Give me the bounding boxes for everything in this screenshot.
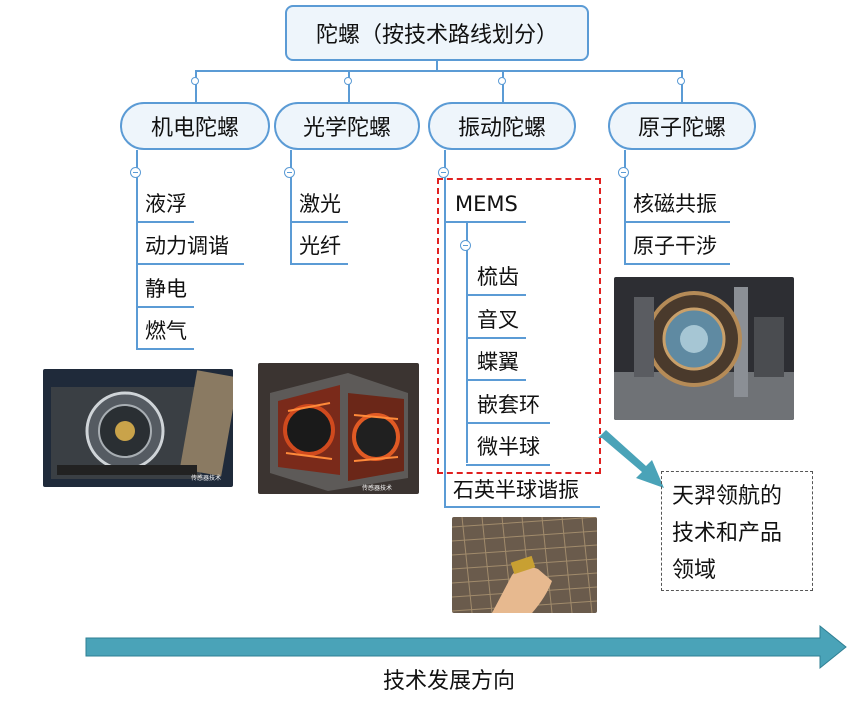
leaf-item: 嵌套环 (477, 393, 540, 417)
callout-arrow (598, 430, 664, 488)
bus-drop-electromech (195, 70, 197, 102)
branch-line-electromech (136, 150, 138, 348)
mems-highlight-box (437, 178, 601, 474)
leaf-item: 音叉 (477, 308, 519, 332)
bus-drop-atomic (681, 70, 683, 102)
bus-dot-electromech (191, 77, 199, 85)
collapse-toggle-optical[interactable] (284, 167, 295, 178)
branch-line-optical (290, 150, 292, 264)
leaf-underline (290, 221, 348, 223)
leaf-item: 蝶翼 (477, 350, 519, 374)
leaf-underline (624, 221, 730, 223)
leaf-item: 原子干涉 (633, 234, 717, 258)
leaf-underline (444, 221, 526, 223)
optical-gyro-photo: 传感器技术 (258, 363, 419, 494)
leaf-underline (136, 221, 194, 223)
category-label: 机电陀螺 (150, 116, 239, 141)
branch-line-mems (466, 223, 468, 463)
collapse-toggle-vibration[interactable] (438, 167, 449, 178)
leaf-underline (290, 263, 348, 265)
bus-dot-atomic (677, 77, 685, 85)
leaf-underline (136, 348, 194, 350)
leaf-item: 梳齿 (477, 265, 519, 289)
axis-label: 技术发展方向 (383, 669, 516, 694)
category-atomic[interactable]: 原子陀螺 (608, 102, 756, 150)
leaf-underline (466, 379, 526, 381)
root-connector (436, 61, 438, 71)
leaf-item: 燃气 (145, 319, 187, 343)
leaf-item: 动力调谐 (145, 234, 229, 258)
category-vibration[interactable]: 振动陀螺 (428, 102, 576, 150)
leaf-item: 核磁共振 (633, 192, 717, 216)
bus-dot-optical (344, 77, 352, 85)
leaf-item: 石英半球谐振 (453, 478, 579, 502)
collapse-toggle-mems[interactable] (460, 240, 471, 251)
branch-line-vibration (444, 150, 446, 506)
category-optical[interactable]: 光学陀螺 (274, 102, 420, 150)
electromech-gyro-photo: 传感器技术 (43, 369, 233, 487)
leaf-underline (444, 506, 600, 508)
callout-box: 天羿领航的 技术和产品 领域 (661, 471, 813, 591)
leaf-underline (466, 337, 526, 339)
leaf-item: 激光 (299, 192, 341, 216)
bus-drop-optical (348, 70, 350, 102)
leaf-item: 液浮 (145, 192, 187, 216)
leaf-item: 静电 (145, 277, 187, 301)
leaf-item-mems: MEMS (455, 192, 518, 216)
atomic-gyro-photo (614, 277, 794, 420)
bus-drop-vibration (502, 70, 504, 102)
leaf-underline (624, 263, 730, 265)
photo-watermark: 传感器技术 (362, 485, 393, 492)
category-label: 振动陀螺 (457, 116, 546, 141)
category-electromech[interactable]: 机电陀螺 (120, 102, 270, 150)
category-label: 光学陀螺 (302, 116, 391, 141)
callout-line: 天羿领航的 (672, 484, 783, 509)
photo-watermark: 传感器技术 (191, 475, 222, 482)
collapse-toggle-atomic[interactable] (618, 167, 629, 178)
category-bus (195, 70, 683, 72)
leaf-underline (136, 306, 194, 308)
leaf-underline (466, 464, 550, 466)
collapse-toggle-electromech[interactable] (130, 167, 141, 178)
root-node[interactable]: 陀螺（按技术路线划分） (285, 5, 589, 61)
category-label: 原子陀螺 (637, 116, 726, 141)
leaf-underline (466, 422, 550, 424)
callout-line: 技术和产品 (672, 521, 783, 546)
leaf-underline (136, 263, 244, 265)
leaf-item: 光纤 (299, 234, 341, 258)
callout-line: 领域 (672, 558, 717, 583)
leaf-item: 微半球 (477, 435, 540, 459)
bus-dot-vibration (498, 77, 506, 85)
tech-direction-arrow (85, 624, 847, 670)
leaf-underline (466, 294, 526, 296)
root-label: 陀螺（按技术路线划分） (315, 23, 558, 48)
mems-chip-photo (452, 517, 597, 613)
branch-line-atomic (624, 150, 626, 264)
